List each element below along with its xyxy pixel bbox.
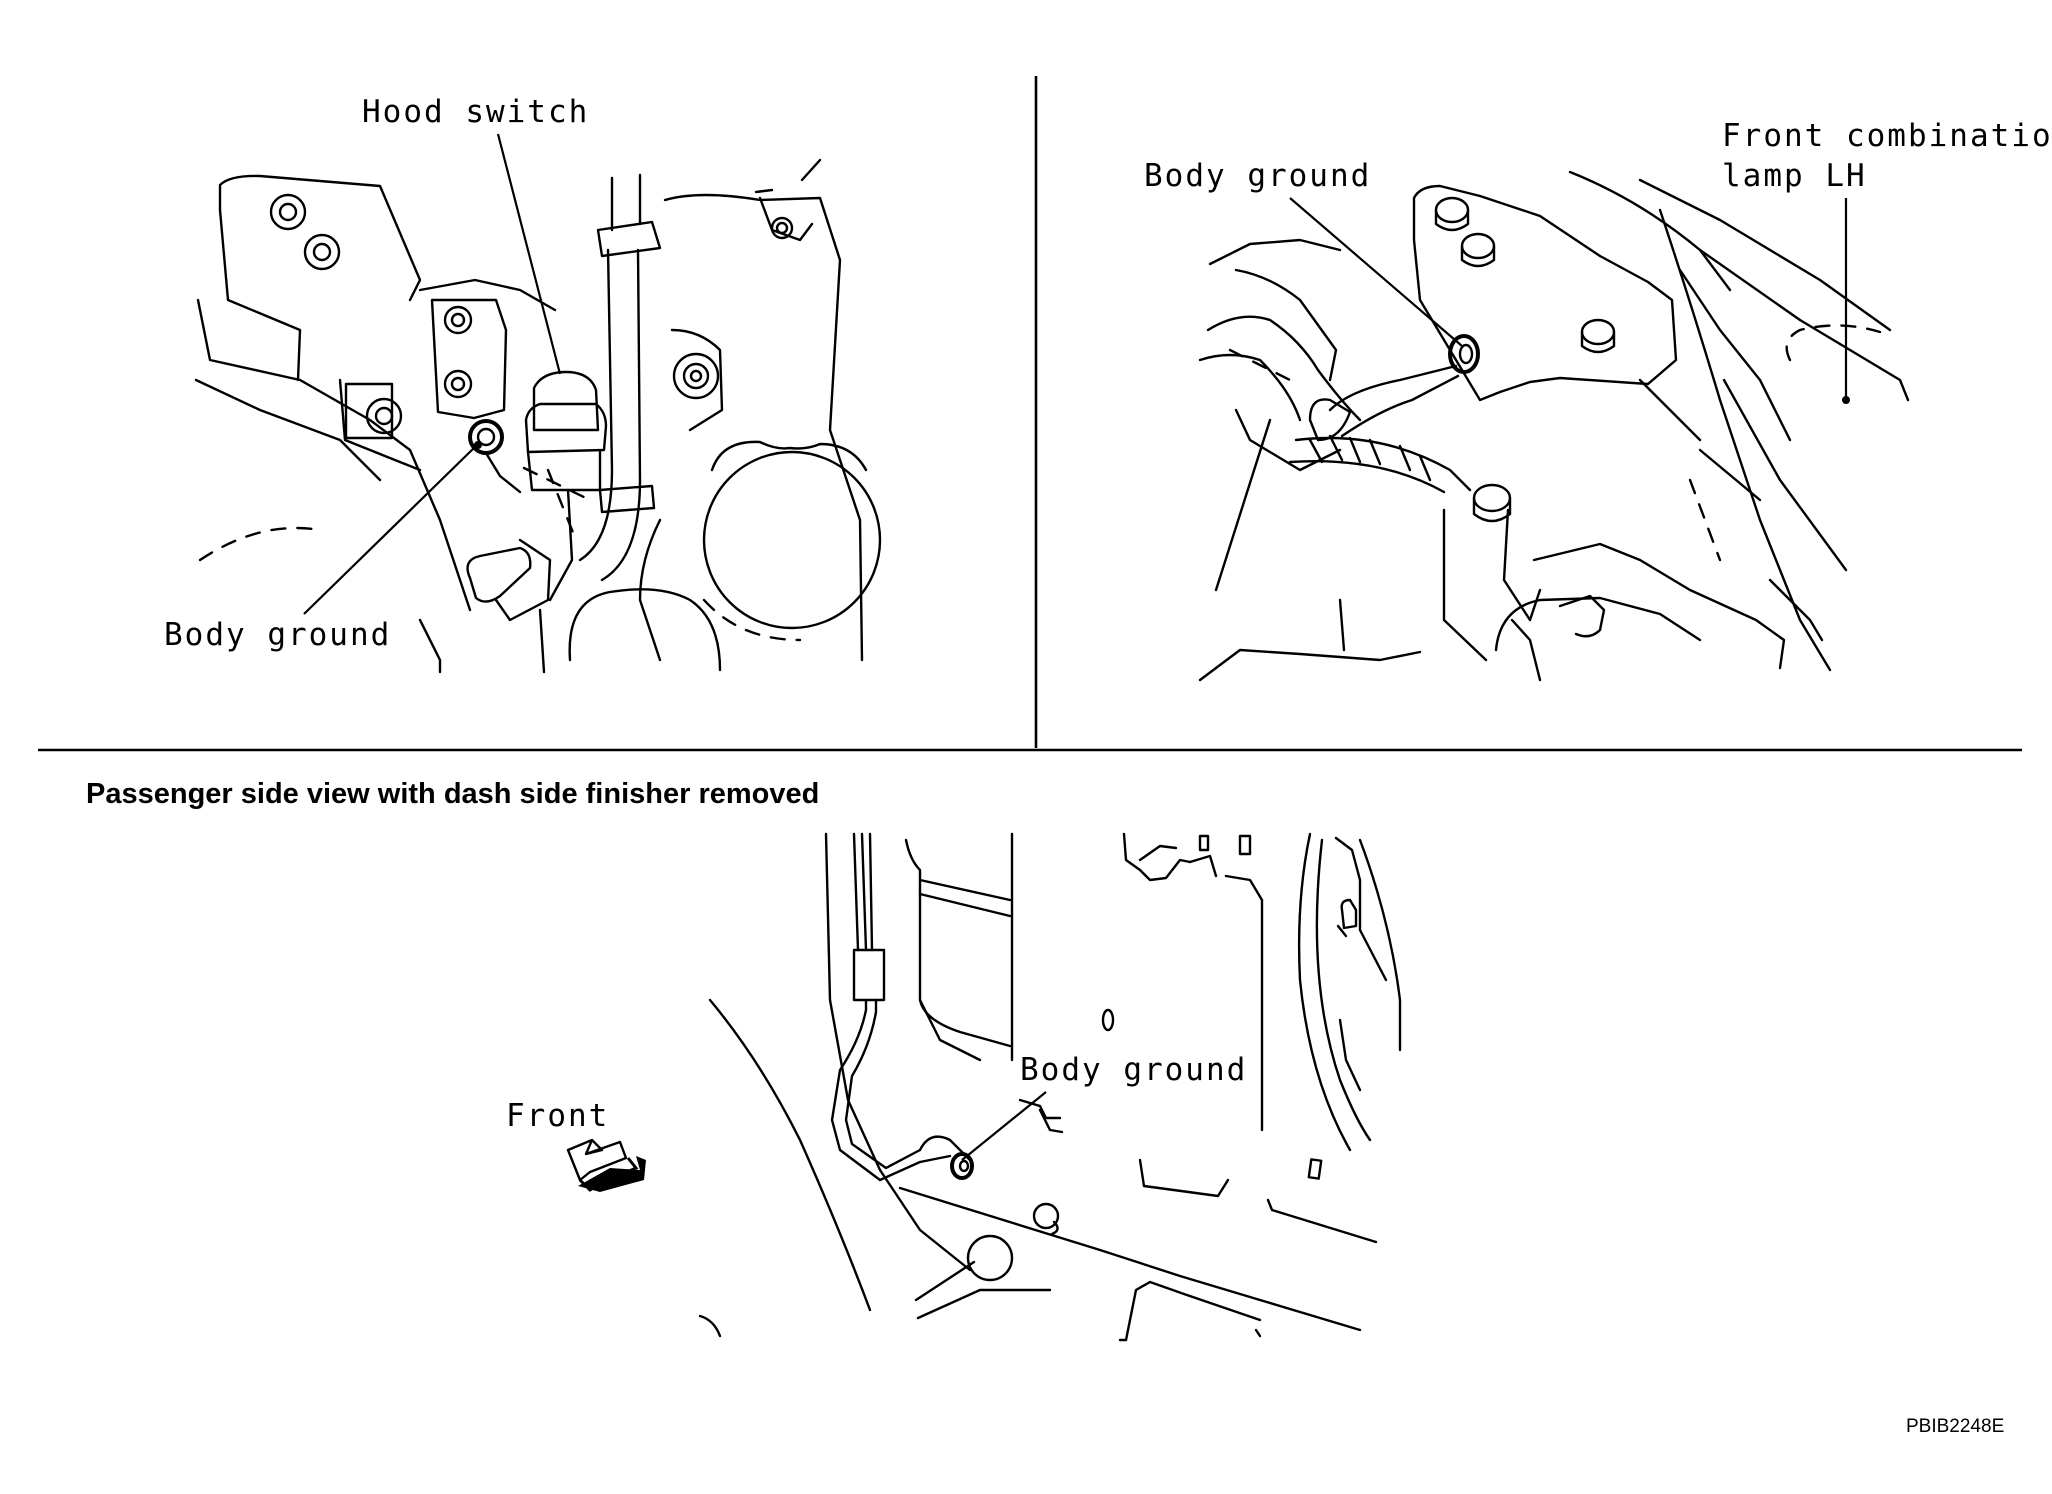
hood-switch-label: Hood switch bbox=[362, 94, 589, 130]
body-ground-leader-top-right bbox=[1289, 197, 1463, 347]
hood-switch-drawing bbox=[194, 158, 882, 674]
front-arrow-icon bbox=[566, 1138, 646, 1192]
body-ground-label-top-left: Body ground bbox=[164, 617, 391, 653]
body-ground-leader-bottom bbox=[961, 1091, 1047, 1161]
body-ground-leader-top-left bbox=[303, 445, 477, 615]
body-ground-label-bottom: Body ground bbox=[1020, 1052, 1247, 1088]
front-label: Front bbox=[506, 1098, 609, 1134]
front-combination-lamp-label-line2: lamp LH bbox=[1722, 158, 1867, 194]
front-combination-lamp-drawing bbox=[1198, 170, 1910, 682]
bottom-panel-caption: Passenger side view with dash side finis… bbox=[86, 778, 819, 810]
front-combination-lamp-label-line1: Front combination bbox=[1722, 118, 2052, 154]
dash-side-drawing bbox=[698, 832, 1402, 1342]
body-ground-label-top-right: Body ground bbox=[1144, 158, 1371, 194]
hood-switch-leader bbox=[496, 133, 562, 375]
body-ground-leader-dot-top-left bbox=[474, 441, 482, 449]
front-combination-lamp-leader-dot bbox=[1842, 396, 1850, 404]
figure-code: PBIB2248E bbox=[1906, 1416, 2004, 1437]
